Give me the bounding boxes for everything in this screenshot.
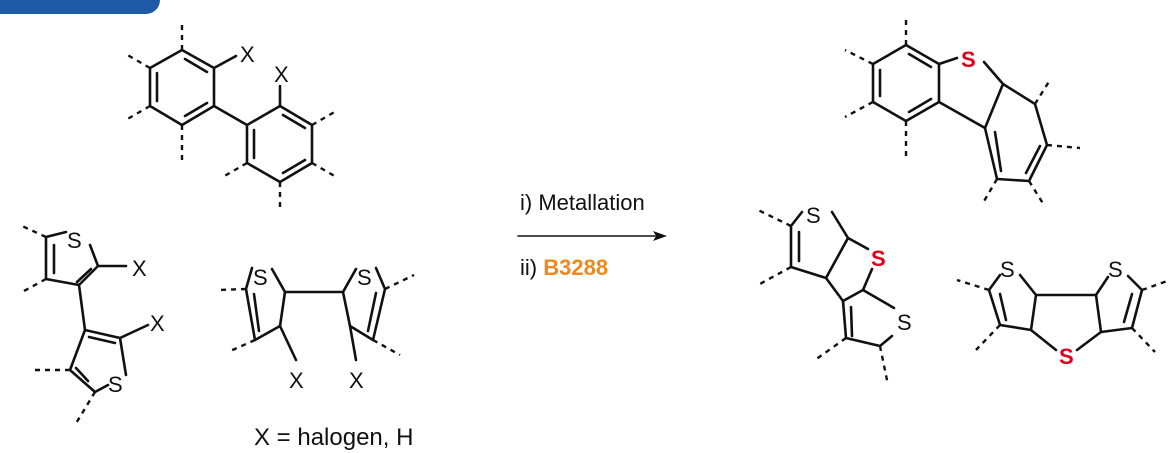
dtt-linear-s-center-label: S [1059,344,1074,369]
bithiophene-3-3-x1-label: X [132,256,147,281]
step2-label: ii) B3288 [520,255,608,280]
dtt-angular-s-center-label: S [871,246,886,271]
dtt-linear-open-valences [956,278,1171,353]
bithiophene-2-2-x1-label: X [289,368,304,393]
dibenzothiophene-open-valences [844,15,1081,206]
arrow-head [653,231,667,241]
header-tab [0,0,160,14]
dtt-angular-bonds [789,210,896,348]
bithiophene-3-3-x2-label: X [150,311,165,336]
bithiophene-2-2-s2-label: S [357,265,372,290]
dtt-angular-s3-label: S [897,310,912,335]
bithiophene-2-2-open-valences [217,273,415,357]
reaction-arrow: i) Metallation ii) B3288 [517,190,667,280]
reactant-biphenyl: X X [123,20,339,210]
bithiophene-3-3-bonds [44,230,150,394]
bithiophene-2-2-x2-label: X [349,368,364,393]
product-dithienothiophene-linear: S S S [956,257,1171,369]
dibenzothiophene-s-label: S [961,47,976,72]
dtt-linear-bonds [987,273,1144,352]
bithiophene-3-3-open-valences [21,224,97,426]
dtt-linear-s2-label: S [1108,257,1123,282]
bithiophene-3-3-s2-label: S [108,372,123,397]
x-definition: X = halogen, H [254,424,413,451]
dtt-linear-s1-label: S [1000,257,1015,282]
reactant-2-2-bithiophene: S S X X [217,265,415,393]
product-dithienothiophene-angular: S S S [757,203,912,386]
biphenyl-x2-label: X [274,62,289,87]
dtt-angular-s1-label: S [806,203,821,228]
bithiophene-3-3-s1-label: S [67,228,82,253]
biphenyl-open-valences [123,20,339,210]
dtt-angular-open-valences [757,208,890,386]
dibenzothiophene-bonds [871,43,1049,183]
bithiophene-2-2-s1-label: S [253,265,268,290]
step1-label: i) Metallation [520,190,645,215]
biphenyl-x1-label: X [240,42,255,67]
product-dibenzothiophene: S [844,15,1081,206]
bithiophene-2-2-bonds [244,266,387,362]
reactant-3-3-bithiophene: S X X S [21,224,165,426]
